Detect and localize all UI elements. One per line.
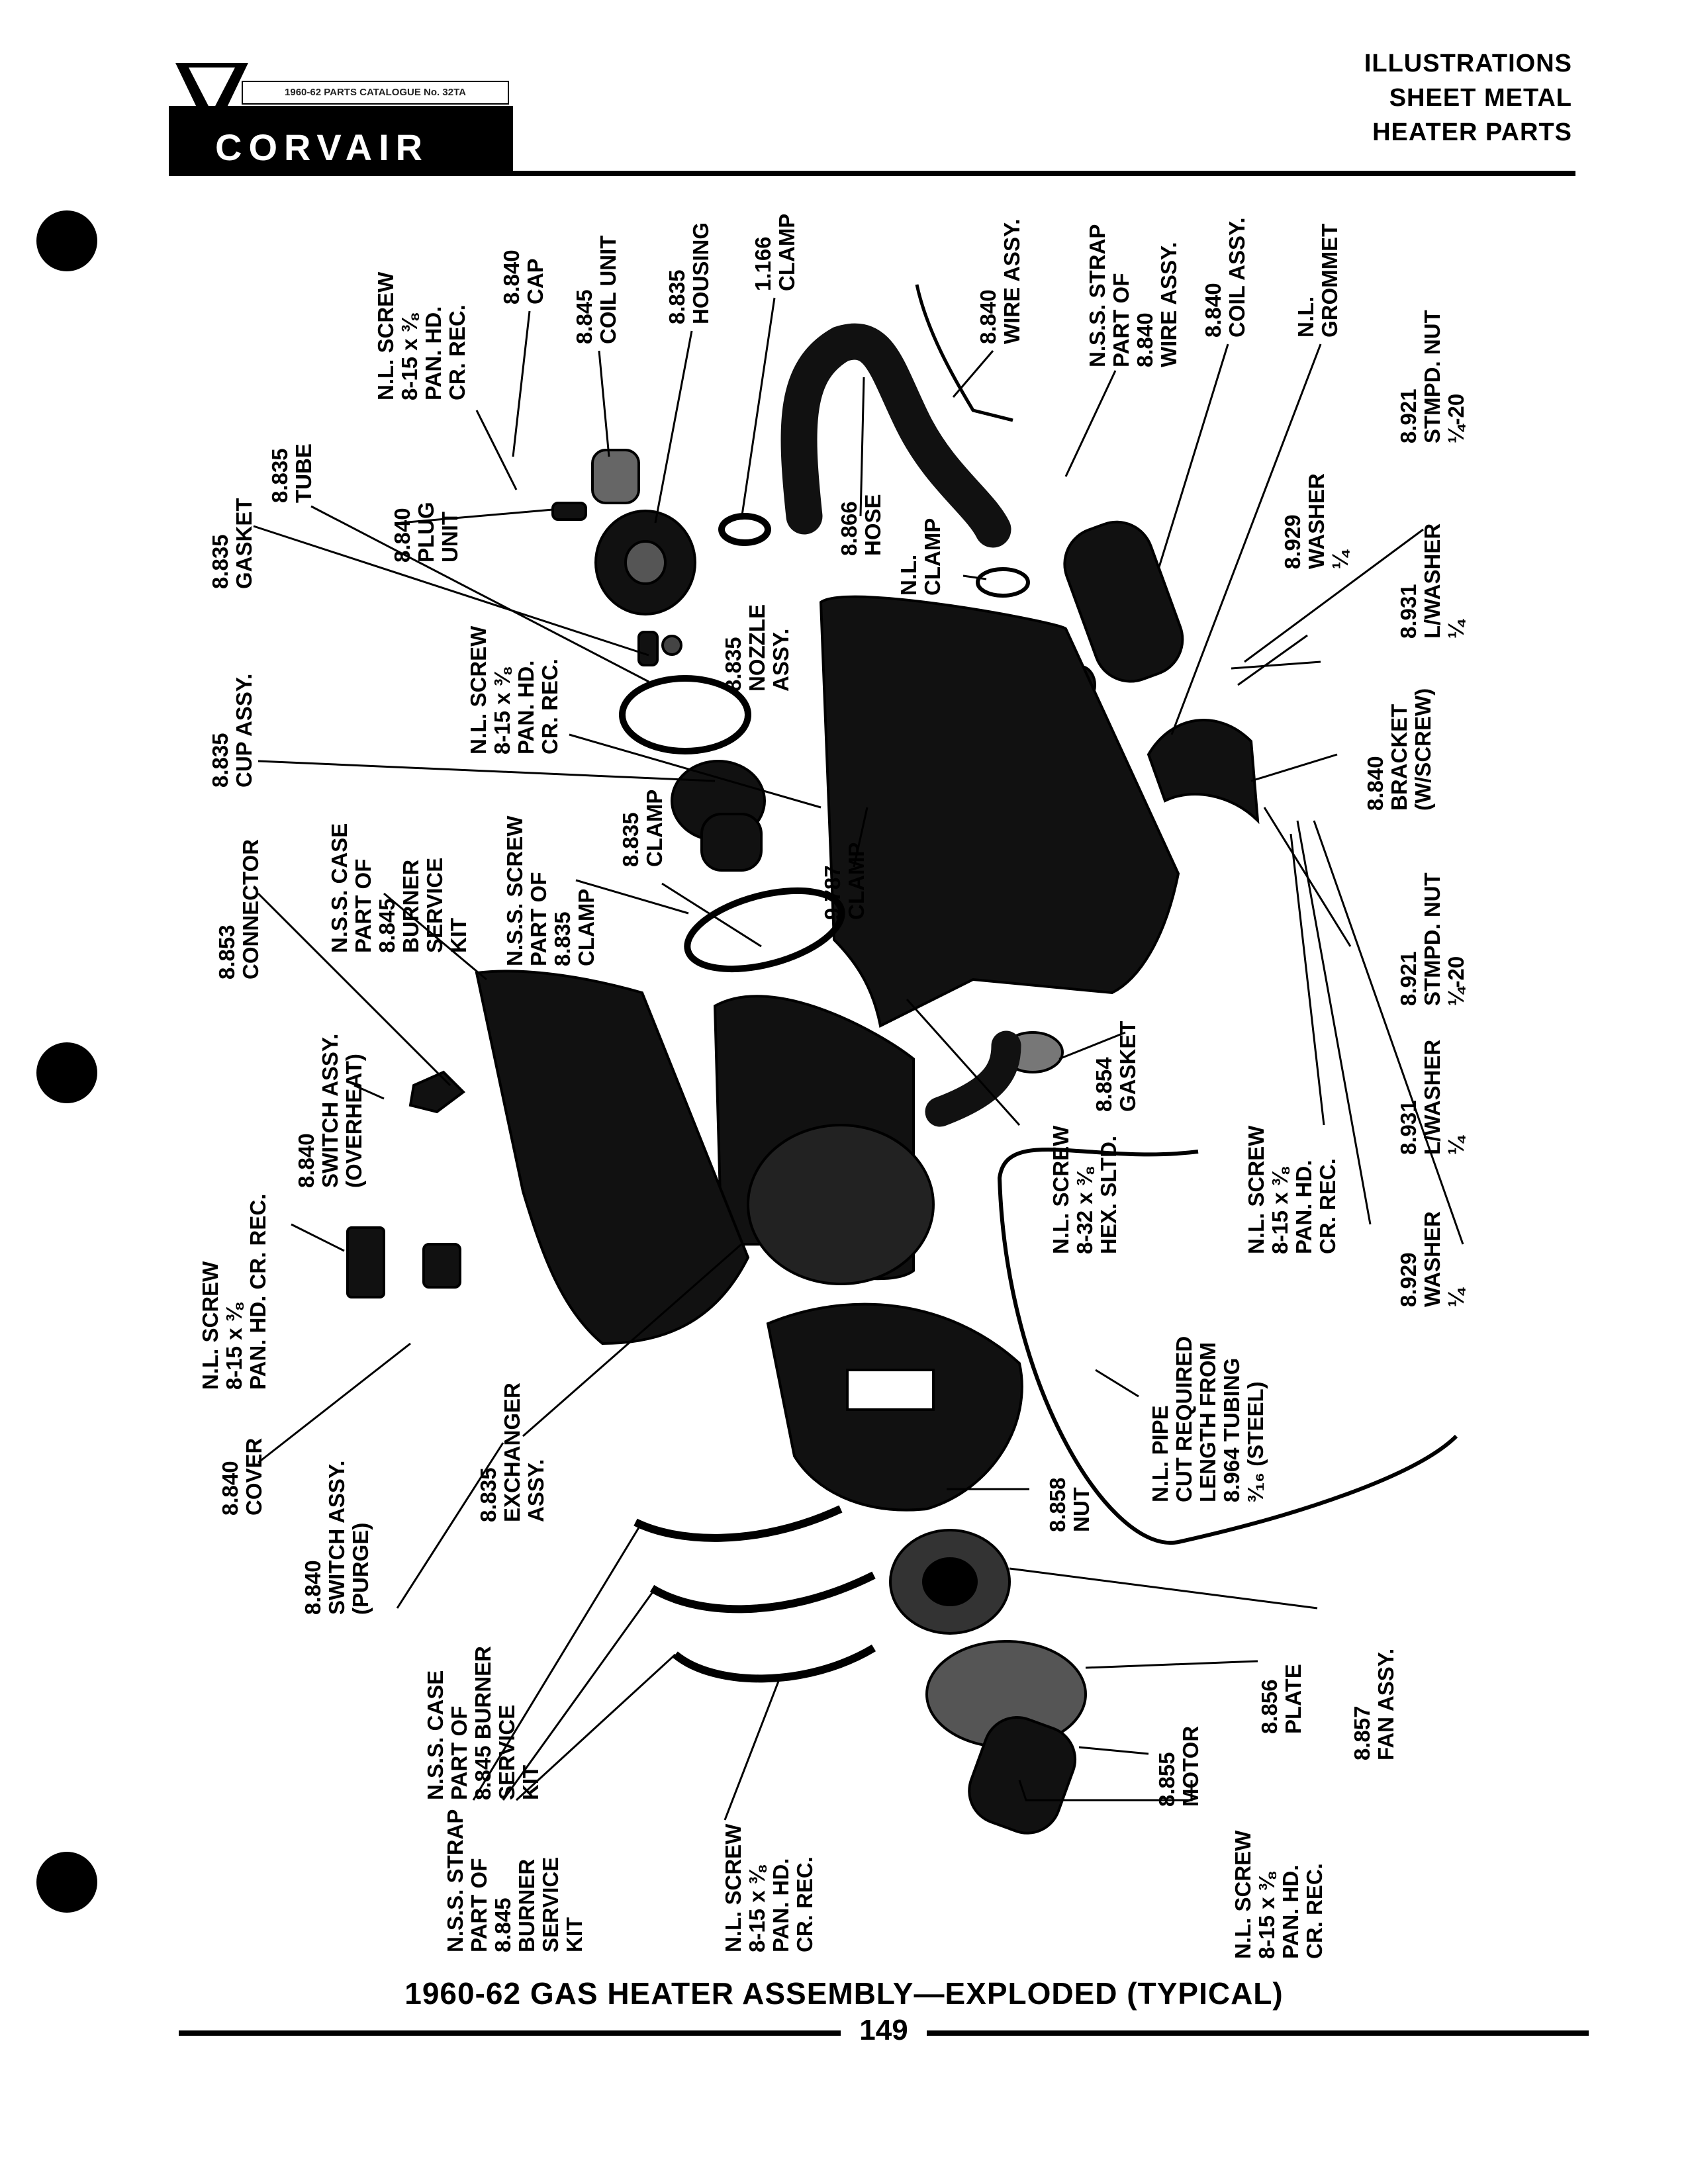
wire-assy-part: [915, 284, 1013, 422]
label-washer-top: 8.929 WASHER ¼: [1280, 473, 1352, 569]
strap-1-part: [633, 1505, 843, 1542]
label-wire-assy: 8.840 WIRE ASSY.: [976, 218, 1024, 344]
label-coil-assy: 8.840 COIL ASSY.: [1201, 217, 1249, 338]
label-strap-burner: N.S.S. STRAP PART OF 8.845 BURNER SERVIC…: [443, 1809, 586, 1952]
label-cap: 8.840 CAP: [499, 250, 547, 304]
label-clamp-1166: 1.166 CLAMP: [751, 213, 799, 291]
pipe-part: [997, 1148, 1458, 1545]
label-nut-8858: 8.858 NUT: [1045, 1477, 1094, 1532]
purge-switch-part: [422, 1243, 461, 1289]
clamp-1166-part: [718, 513, 771, 546]
coil-unit-part: [591, 449, 640, 504]
label-cup-assy: 8.835 CUP ASSY.: [208, 673, 256, 788]
footer-rule-right: [927, 2030, 1589, 2036]
label-hose: 8.866 HOSE: [837, 494, 885, 556]
label-plate: 8.856 PLATE: [1257, 1664, 1305, 1734]
section-title-line-1: ILLUSTRATIONS: [1364, 50, 1572, 77]
corvair-logo: 1960-62 PARTS CATALOGUE No. 32TA CORVAIR: [169, 60, 513, 175]
label-gasket-8854: 8.854 GASKET: [1092, 1021, 1140, 1112]
gasket-ring-part: [619, 675, 751, 754]
nl-clamp-part: [976, 567, 1030, 598]
motor-part: [968, 1715, 1077, 1835]
label-screw-clamp: N.S.S. SCREW PART OF 8.835 CLAMP: [502, 815, 598, 966]
label-screw-cup: N.L. SCREW 8-15 x ⅜ PAN. HD. CR. REC.: [466, 625, 562, 754]
plug-unit-part: [551, 502, 587, 521]
punch-hole-bottom: [36, 1852, 97, 1913]
label-bracket: 8.840 BRACKET (W/SCREW): [1363, 688, 1435, 811]
label-clamp-9787: 9.787 CLAMP: [820, 842, 868, 920]
strap-3-part: [673, 1644, 876, 1683]
label-case-burner-2: N.S.S. CASE PART OF 8.845 BURNER SERVICE…: [423, 1646, 543, 1800]
punch-hole-top: [36, 210, 97, 271]
label-screw-top: N.L. SCREW 8-15 x ⅜ PAN. HD. CR. REC.: [373, 271, 469, 400]
nozzle-part: [661, 635, 682, 656]
hose-part: [780, 323, 1011, 548]
label-screw-cover: N.L. SCREW 8-15 x ⅜ PAN. HD. CR. REC.: [198, 1193, 270, 1390]
lower-case-part: [475, 970, 750, 1345]
section-title-line-2: SHEET METAL: [1389, 84, 1572, 112]
section-title: ILLUSTRATIONS SHEET METAL HEATER PARTS: [1364, 46, 1572, 150]
label-cover: 8.840 COVER: [218, 1437, 266, 1516]
section-title-line-3: HEATER PARTS: [1372, 118, 1572, 146]
brand-name: CORVAIR: [215, 126, 430, 168]
figure-caption: 1960-62 GAS HEATER ASSEMBLY—EXPLODED (TY…: [404, 1976, 1284, 2011]
tube-part: [637, 631, 659, 666]
page-number: 149: [859, 2014, 908, 2046]
label-clamp-8835: 8.835 CLAMP: [618, 789, 667, 867]
label-housing: 8.835 HOUSING: [665, 222, 713, 324]
label-screw-right: N.L. SCREW 8-15 x ⅜ PAN. HD. CR. REC.: [1244, 1125, 1340, 1254]
strap-2-part: [649, 1571, 876, 1614]
label-plug-unit: 8.840 PLUG UNIT: [390, 502, 462, 563]
label-screw-hex: N.L. SCREW 8-32 x ⅜ HEX. SLTD.: [1049, 1125, 1121, 1254]
label-nl-clamp: N.L. CLAMP: [896, 518, 945, 596]
label-grommet: N.L. GROMMET: [1293, 223, 1342, 338]
label-strap-wire: N.S.S. STRAP PART OF 8.840 WIRE ASSY.: [1085, 224, 1181, 367]
label-coil-unit: 8.845 COIL UNIT: [572, 235, 620, 344]
label-connector: 8.853 CONNECTOR: [214, 839, 263, 979]
label-stmpd-nut-top: 8.921 STMPD. NUT ¼-20: [1396, 310, 1468, 443]
label-screw-motor: N.L. SCREW 8-15 x ⅜ PAN. HD. CR. REC.: [1231, 1830, 1327, 1959]
clamp-8835-part: [684, 887, 845, 973]
upper-shell-part: [819, 595, 1180, 1028]
label-stmpd-nut-mid: 8.921 STMPD. NUT ¼-20: [1396, 872, 1468, 1006]
label-pipe: N.L. PIPE CUT REQUIRED LENGTH FROM 8.964…: [1148, 1336, 1268, 1502]
label-lwasher-mid: 8.931 L/WASHER ¼: [1396, 1039, 1468, 1155]
label-gasket-8835: 8.835 GASKET: [208, 498, 256, 589]
label-tube-8835: 8.835 TUBE: [267, 443, 316, 503]
label-exchanger: 8.835 EXCHANGER ASSY.: [476, 1383, 548, 1522]
bracket-part: [1147, 719, 1260, 825]
label-washer-mid: 8.929 WASHER ¼: [1396, 1211, 1468, 1307]
logo-bar: [169, 106, 513, 172]
label-nozzle: 8.835 NOZZLE ASSY.: [721, 604, 793, 692]
label-fan-assy: 8.857 FAN ASSY.: [1350, 1648, 1398, 1760]
coil-assy-part: [1063, 520, 1184, 683]
logo-emblem-icon: [175, 63, 248, 139]
header-rule: [169, 171, 1575, 176]
label-screw-strap: N.L. SCREW 8-15 x ⅜ PAN. HD. CR. REC.: [721, 1823, 817, 1952]
label-switch-overheat: 8.840 SWITCH ASSY. (OVERHEAT): [294, 1033, 366, 1188]
overheat-switch-part: [408, 1070, 466, 1114]
footer-rule-left: [179, 2030, 841, 2036]
punch-hole-middle: [36, 1042, 97, 1103]
label-lwasher-top: 8.931 L/WASHER ¼: [1396, 523, 1468, 639]
label-motor: 8.855 MOTOR: [1154, 1725, 1203, 1807]
label-case-burner: N.S.S. CASE PART OF 8.845 BURNER SERVICE…: [327, 823, 471, 953]
cover-part: [346, 1226, 385, 1298]
label-switch-purge: 8.840 SWITCH ASSY. (PURGE): [301, 1460, 373, 1615]
catalog-strip: 1960-62 PARTS CATALOGUE No. 32TA: [242, 81, 509, 105]
